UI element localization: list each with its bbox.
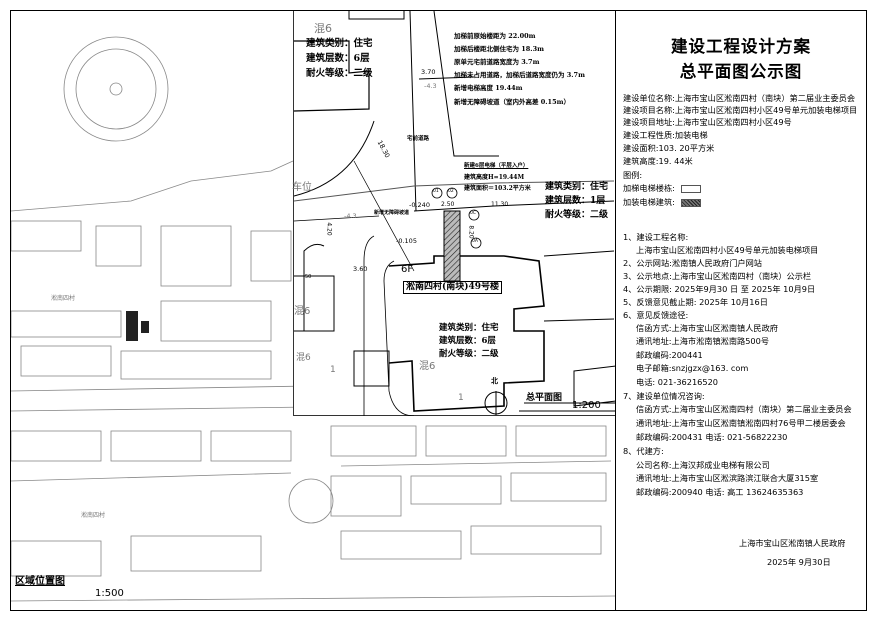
map-label: 淞南四村 xyxy=(51,295,76,302)
east-building-fire: 耐火等级：二级 xyxy=(545,210,609,220)
plan-note: 新增无障碍坡道（室内外高差 0.15m） xyxy=(454,98,570,106)
building-name: 淞南四村(南块)49号楼 xyxy=(403,281,503,294)
east-building-floors: 建筑层数：1层 xyxy=(545,196,606,206)
item-line: 电子邮箱:snzjgzx@163. com xyxy=(636,363,749,373)
info-nature: 建设工程性质:加装电梯 xyxy=(623,130,708,140)
legend-label: 加装电梯建筑: xyxy=(623,197,675,207)
legend-label: 加梯电梯楼栋: xyxy=(623,183,675,193)
legend-title: 图例: xyxy=(623,170,643,180)
plan-lines xyxy=(294,11,616,416)
north-building-fire: 耐火等级：二级 xyxy=(306,68,373,79)
item-line: 4、公示期限: 2025年9月30 日 至 2025年 10月9日 xyxy=(623,284,816,294)
site-map-title: 区域位置图 xyxy=(15,576,65,587)
site-map-scale: 1:500 xyxy=(95,588,124,599)
partial-label: 车位 xyxy=(292,182,312,193)
info-address: 建设项目地址:上海市宝山区淞南四村小区49号 xyxy=(623,117,792,127)
main-building-floors: 建筑层数：6层 xyxy=(439,336,496,346)
item-line: 信函方式:上海市宝山区淞南四村（南块）第二届业主委员会 xyxy=(636,404,852,414)
axis-0a: 0A xyxy=(472,239,478,244)
item-line: 6、意见反馈途径: xyxy=(623,310,689,320)
site-plan: 混6 建筑类别：住宅 建筑层数：6层 耐火等级：二级 加梯前原始楼距为 22.0… xyxy=(292,11,616,416)
number-label: 50 xyxy=(305,274,312,280)
main-building-type: 建筑类别：住宅 xyxy=(439,323,499,333)
number-label: 1 xyxy=(458,393,464,403)
legend-swatch-hatched xyxy=(680,198,701,207)
item-line: 邮政编码:200441 xyxy=(636,350,703,360)
item-line: 上海市宝山区淞南四村小区49号单元加装电梯项目 xyxy=(636,245,819,255)
info-area: 建设面积:103. 20平方米 xyxy=(623,143,715,153)
item-line: 邮政编码:200940 电话: 高工 13624635363 xyxy=(636,487,804,497)
map-label: 淞南四村 xyxy=(81,512,106,519)
item-line: 公司名称:上海汉邦成业电梯有限公司 xyxy=(636,460,770,470)
legend-item: 加装电梯建筑: xyxy=(623,198,701,207)
dim-label: 4.20 xyxy=(325,222,333,236)
panel-title: 建设工程设计方案 xyxy=(671,37,811,56)
item-line: 通讯地址:上海市宝山区淞南镇淞南四村76号甲二楼居委会 xyxy=(636,418,846,428)
ramp-label: 新增无障碍坡道 xyxy=(374,210,410,216)
item-line: 电话: 021-36216520 xyxy=(636,377,718,387)
plan-note: 新增电梯高度 19.44m xyxy=(454,84,523,92)
issue-date: 2025年 9月30日 xyxy=(767,557,831,567)
drawing-frame xyxy=(10,10,867,611)
north-building-type: 建筑类别：住宅 xyxy=(306,38,373,49)
plan-scale: 1:200 xyxy=(572,400,601,411)
east-building-type: 建筑类别：住宅 xyxy=(545,182,609,192)
dim-label: 2.50 xyxy=(441,201,455,208)
main-building-fire: 耐火等级：二级 xyxy=(439,349,499,359)
building-label: 混6 xyxy=(294,306,311,317)
north-building-floors: 建筑层数：6层 xyxy=(306,53,370,64)
item-line: 5、反馈意见截止期: 2025年 10月16日 xyxy=(623,297,768,307)
plan-note: 加梯未占用道路，加梯后道路宽度仍为 3.7m xyxy=(454,71,585,79)
dim-label: 8.20 xyxy=(467,225,475,239)
plan-note: 加梯前原始楼距为 22.00m xyxy=(454,32,536,40)
item-line: 8、代建方: xyxy=(623,446,664,456)
building-label: 混6 xyxy=(314,22,332,35)
legend-item: 加梯电梯楼栋: xyxy=(623,184,701,193)
building-label: 混6 xyxy=(419,361,436,372)
elevator-area: 建筑面积＝103.2平方米 xyxy=(464,185,531,192)
issuer: 上海市宝山区淞南镇人民政府 xyxy=(739,538,846,548)
item-line: 2、公示网站:淞南镇人民政府门户网站 xyxy=(623,258,762,268)
north-arrow-icon: 北 xyxy=(491,376,498,385)
elevation-label: -0.105 xyxy=(396,237,417,245)
notice-panel: 建设工程设计方案 总平面图公示图 建设单位名称:上海市宝山区淞南四村（南块）第二… xyxy=(615,11,866,610)
item-line: 7、建设单位情况咨询: xyxy=(623,391,705,401)
dim-label: 3.70 xyxy=(421,68,436,76)
dim-label: 3.60 xyxy=(353,265,368,273)
item-line: 邮政编码:200431 电话: 021-56822230 xyxy=(636,432,788,442)
item-line: 3、公示地点:上海市宝山区淞南四村（南块）公示栏 xyxy=(623,271,812,281)
elevator-title: 新建6层电梯（平层入户） xyxy=(464,163,529,169)
info-project: 建设项目名称:上海市宝山区淞南四村小区49号单元加装电梯项目 xyxy=(623,105,858,115)
site-location-map: 淞南四村 淞南四村 区域位置图 1:500 xyxy=(11,11,615,610)
elevator-height: 建筑高度H=19.44M xyxy=(464,174,525,181)
item-line: 1、建设工程名称: xyxy=(623,232,689,242)
floors-tag: 6F xyxy=(401,264,414,275)
elevation-label: -0.240 xyxy=(409,201,430,209)
elevation-label: -4.3 xyxy=(344,212,357,220)
info-height: 建筑高度:19. 44米 xyxy=(623,156,693,166)
panel-subtitle: 总平面图公示图 xyxy=(679,62,803,81)
map-lines xyxy=(11,36,615,602)
road-label: 宅前道路 xyxy=(407,136,430,142)
item-line: 通讯地址:上海市淞南镇淞南路500号 xyxy=(636,336,770,346)
number-label: 1 xyxy=(330,365,336,375)
plan-note: 加梯后楼距北侧住宅为 18.3m xyxy=(454,45,544,53)
elevation-label: -4.3 xyxy=(424,82,437,90)
item-line: 通讯地址:上海市宝山区淞滨路滨江联合大厦315室 xyxy=(636,473,819,483)
plan-title: 总平面图 xyxy=(526,393,563,403)
dim-label: 11.30 xyxy=(491,201,509,208)
building-label: 混6 xyxy=(296,353,311,363)
axis-01: 01 xyxy=(433,189,439,194)
axis-0c: 0C xyxy=(470,211,477,216)
plan-note: 原单元宅前道路宽度为 3.7m xyxy=(454,58,540,66)
info-unit: 建设单位名称:上海市宝山区淞南四村（南块）第二届业主委员会 xyxy=(623,93,856,103)
item-line: 信函方式:上海市宝山区淞南镇人民政府 xyxy=(636,323,778,333)
axis-02: 02 xyxy=(448,189,454,194)
legend-swatch-empty xyxy=(680,184,701,193)
